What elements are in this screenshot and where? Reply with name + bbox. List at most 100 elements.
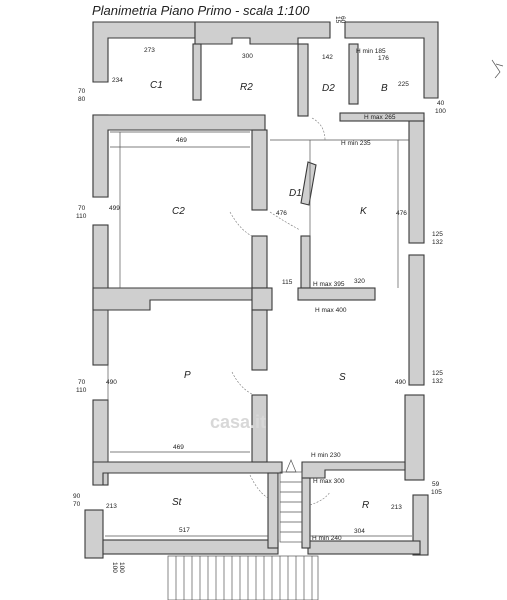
open-t2: 60 xyxy=(339,16,346,24)
open-l4a: 90 xyxy=(73,493,81,500)
room-s: S xyxy=(339,372,346,383)
wall-lower-divider-left xyxy=(267,472,279,549)
wall-p-s-upper xyxy=(251,309,268,371)
wall-top-right xyxy=(344,21,439,99)
wall-lower-divider-right xyxy=(301,477,311,549)
wall-bottom-left xyxy=(102,539,279,555)
external-stairs xyxy=(167,555,319,600)
door-d2 xyxy=(311,117,326,141)
wall-d2-b xyxy=(348,43,359,105)
wall-right-1 xyxy=(408,117,425,244)
wall-row2-bottom xyxy=(92,287,253,311)
stair-box xyxy=(279,471,303,543)
dim-225: 225 xyxy=(398,81,409,88)
h-max-300: H max 300 xyxy=(313,478,345,485)
wall-p-s-lower xyxy=(251,394,268,463)
dim-469-bottom: 469 xyxy=(173,444,184,451)
open-r4a: 59 xyxy=(432,481,440,488)
wall-b-bottom xyxy=(339,112,425,122)
wall-top-mid xyxy=(194,21,331,45)
room-k: K xyxy=(360,206,368,217)
dim-273: 273 xyxy=(144,47,155,54)
dim-304: 304 xyxy=(354,528,365,535)
open-b2: 100 xyxy=(118,562,125,573)
dim-142: 142 xyxy=(322,54,333,61)
open-l1b: 80 xyxy=(78,96,86,103)
door-r xyxy=(309,491,331,506)
open-l2a: 70 xyxy=(78,205,86,212)
open-r1a: 40 xyxy=(437,100,445,107)
h-max-265: H max 265 xyxy=(364,114,396,121)
wall-r2-d2 xyxy=(297,43,309,117)
open-l1a: 70 xyxy=(78,88,86,95)
room-p: P xyxy=(184,370,191,381)
dim-490-s: 490 xyxy=(395,379,406,386)
dim-234: 234 xyxy=(112,77,123,84)
wall-k-bottom xyxy=(297,287,376,301)
open-r3b: 132 xyxy=(432,378,443,385)
wall-bottom-right xyxy=(307,540,421,555)
dim-300: 300 xyxy=(242,53,253,60)
h-min-185: H min 185 xyxy=(356,48,386,55)
wall-d1-diag xyxy=(300,161,317,206)
open-r2a: 125 xyxy=(432,231,443,238)
h-max-400: H max 400 xyxy=(315,307,347,314)
h-min-235: H min 235 xyxy=(341,140,371,147)
room-d1: D1 xyxy=(289,188,302,199)
wall-left-4 xyxy=(84,509,104,559)
dim-115: 115 xyxy=(282,279,293,286)
room-st: St xyxy=(172,497,183,508)
dim-490-p: 490 xyxy=(106,379,117,386)
open-r4b: 105 xyxy=(431,489,442,496)
dim-476-k: 476 xyxy=(396,210,407,217)
wall-row2-bottom-mid xyxy=(251,287,273,311)
dim-213-r: 213 xyxy=(391,504,402,511)
staircase xyxy=(167,459,319,600)
open-l3a: 70 xyxy=(78,379,86,386)
watermark: casa.it xyxy=(210,412,266,432)
stair-arrow xyxy=(285,459,297,473)
wall-c2-right-low xyxy=(251,235,268,289)
room-r2: R2 xyxy=(240,82,253,93)
dim-469-top: 469 xyxy=(176,137,187,144)
h-min-230: H min 230 xyxy=(311,452,341,459)
wall-c1-r2 xyxy=(192,43,202,101)
interior-walls xyxy=(92,43,425,463)
open-t1: 15 xyxy=(334,16,341,24)
door-d1 xyxy=(269,211,301,231)
open-r1b: 100 xyxy=(435,108,446,115)
dim-499: 499 xyxy=(109,205,120,212)
wall-right-4 xyxy=(412,494,429,556)
open-l2b: 110 xyxy=(76,213,87,220)
wall-horizontal-lower xyxy=(92,461,283,486)
dim-213-st: 213 xyxy=(106,503,117,510)
dimension-labels: 273 300 142 176 225 234 469 499 476 476 … xyxy=(106,47,409,535)
dim-176: 176 xyxy=(378,55,389,62)
north-mark xyxy=(491,59,504,79)
room-d2: D2 xyxy=(322,83,335,94)
h-max-395: H max 395 xyxy=(313,281,345,288)
wall-right-3 xyxy=(404,394,425,481)
wall-right-2 xyxy=(408,254,425,386)
open-l4b: 70 xyxy=(73,501,81,508)
door-st xyxy=(249,474,269,499)
dim-517: 517 xyxy=(179,527,190,534)
open-r3a: 125 xyxy=(432,370,443,377)
door-p xyxy=(231,371,253,395)
room-c2: C2 xyxy=(172,206,185,217)
wall-row1-bottom xyxy=(92,114,266,198)
door-c2 xyxy=(229,211,253,237)
room-labels: C1 R2 D2 B C2 D1 K P S St R xyxy=(150,80,388,511)
dim-320: 320 xyxy=(354,278,365,285)
room-b: B xyxy=(381,83,388,94)
dim-476-d1: 476 xyxy=(276,210,287,217)
wall-c2-right xyxy=(251,129,268,211)
wall-d1-right xyxy=(300,235,311,289)
plan-title: Planimetria Piano Primo - scala 1:100 xyxy=(92,3,310,18)
h-min-240: H min 240 xyxy=(312,535,342,542)
opening-labels: 70 80 70 110 70 110 90 70 40 100 125 132… xyxy=(73,16,446,573)
room-c1: C1 xyxy=(150,80,163,91)
open-b1: 100 xyxy=(111,562,118,573)
open-l3b: 110 xyxy=(76,387,87,394)
